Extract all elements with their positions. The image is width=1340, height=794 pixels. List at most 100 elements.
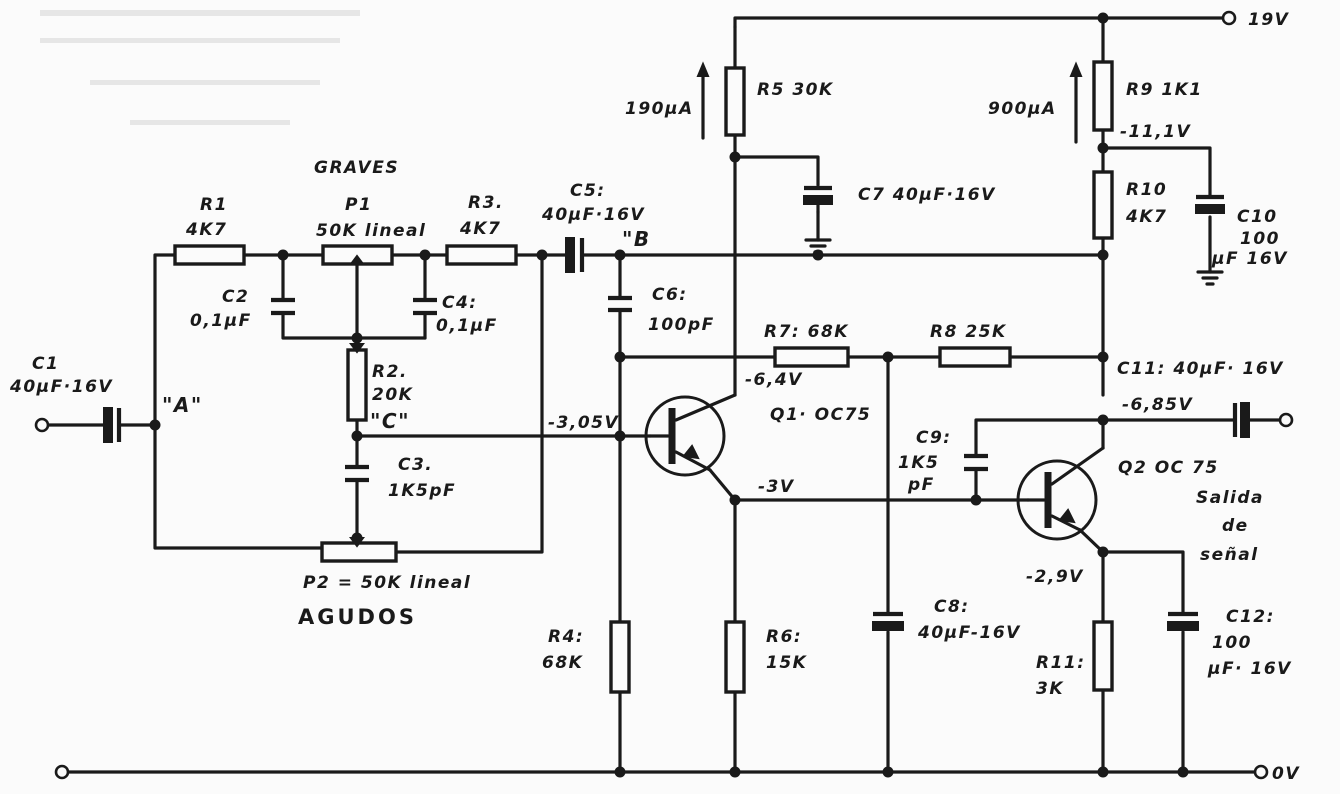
r6-name-label: R6: (766, 627, 802, 647)
c10-ground-icon (1196, 270, 1224, 286)
r7-label: R7: 68K (764, 322, 849, 342)
r4-value-label: 68K (542, 653, 584, 673)
p1-name-label: P1 (345, 195, 372, 215)
c2-capacitor (271, 297, 295, 316)
ground-symbols (804, 238, 1224, 286)
c9-value1-label: 1K5 (898, 453, 939, 473)
r1-name-label: R1 (200, 195, 228, 215)
paper-bleed-through (40, 10, 360, 125)
r4-name-label: R4: (548, 627, 584, 647)
c8-value-label: 40µF-16V (917, 623, 1021, 643)
c12-name-label: C12: (1226, 607, 1275, 627)
r1-value-label: 4K7 (185, 220, 227, 240)
r6-value-label: 15K (766, 653, 808, 673)
q2-label: Q2 OC 75 (1118, 458, 1219, 478)
p1-wiper-arrow (349, 254, 365, 265)
node-c-label: "C" (370, 409, 410, 433)
c11-label: C11: 40µF· 16V (1117, 359, 1284, 379)
c12-capacitor (1167, 611, 1199, 631)
c4-name-label: C4: (442, 293, 478, 313)
c5-value-label: 40µF·16V (541, 205, 645, 225)
ground-label: 0V (1272, 764, 1300, 784)
c6-value-label: 100pF (648, 315, 715, 335)
c11-capacitor (1232, 402, 1250, 438)
c1-capacitor (103, 407, 122, 443)
input-terminal (34, 417, 50, 433)
c10-capacitor (1195, 194, 1225, 214)
c12-value2-label: µF· 16V (1207, 659, 1292, 679)
voltage-q1-emitter-label: -3V (758, 477, 795, 497)
agudos-label: AGUDOS (298, 605, 417, 629)
r3-value-label: 4K7 (459, 219, 501, 239)
r5-label: R5 30K (757, 80, 834, 100)
r5-resistor (724, 66, 746, 137)
r2-resistor (346, 348, 368, 422)
c6-capacitor (608, 295, 632, 313)
current-arrows (696, 61, 1083, 144)
c5-name-label: C5: (570, 181, 606, 201)
c9-name-label: C9: (916, 428, 952, 448)
r3-resistor (445, 244, 518, 266)
output-label-line1: Salida (1196, 488, 1264, 508)
c8-capacitor (872, 611, 904, 631)
voltage-q1-collector-label: -6,4V (745, 370, 803, 390)
r10-value-label: 4K7 (1125, 207, 1167, 227)
r3-name-label: R3. (468, 193, 504, 213)
r2-value-label: 20K (372, 385, 414, 405)
c1-name-label: C1 (32, 354, 59, 374)
c7-label: C7 40µF·16V (858, 185, 996, 205)
c9-value2-label: pF (907, 475, 935, 495)
c10-name-label: C10 (1237, 207, 1278, 227)
voltage-r9-label: -11,1V (1120, 122, 1191, 142)
graves-label: GRAVES (314, 158, 399, 178)
r10-resistor (1092, 170, 1114, 240)
c12-value1-label: 100 (1212, 633, 1252, 653)
supply-label: 19V (1248, 10, 1290, 30)
voltage-q1-base-label: -3,05V (548, 413, 619, 433)
r1-resistor (173, 244, 246, 266)
c5-capacitor (565, 237, 585, 273)
r11-value-label: 3K (1036, 679, 1064, 699)
c8-name-label: C8: (934, 597, 970, 617)
c4-capacitor (413, 297, 437, 316)
output-terminal (1278, 412, 1294, 428)
c7-capacitor (803, 185, 833, 214)
r2-arrow (349, 343, 365, 354)
r8-resistor (938, 346, 1012, 368)
output-label-line3: señal (1200, 545, 1259, 565)
p1-value-label: 50K lineal (316, 221, 426, 241)
r7-resistor (773, 346, 850, 368)
r9-label: R9 1K1 (1126, 80, 1203, 100)
r11-name-label: R11: (1036, 653, 1086, 673)
r4-resistor (609, 620, 631, 694)
r6-resistor (724, 620, 746, 694)
c6-name-label: C6: (652, 285, 688, 305)
c3-name-label: C3. (398, 455, 433, 475)
c9-capacitor (964, 453, 988, 472)
voltage-q2-collector-label: -6,85V (1122, 395, 1193, 415)
q1-transistor (644, 393, 737, 477)
q2-transistor (1016, 418, 1105, 541)
p2-potentiometer (320, 541, 398, 563)
current-i1-label: 190µA (625, 99, 694, 119)
c4-value-label: 0,1µF (436, 316, 498, 336)
output-label-line2: de (1222, 516, 1249, 536)
r8-label: R8 25K (930, 322, 1007, 342)
resistors (173, 60, 1114, 694)
r2-name-label: R2. (372, 362, 408, 382)
c3-value-label: 1K5pF (388, 481, 456, 501)
c2-name-label: C2 (222, 287, 249, 307)
supply-terminal (1221, 10, 1237, 26)
p2-label: P2 = 50K lineal (303, 573, 471, 593)
ground-terminal-left (54, 764, 70, 780)
terminals (34, 10, 1294, 780)
c2-value-label: 0,1µF (190, 311, 252, 331)
q1-label: Q1· OC75 (770, 405, 871, 425)
voltage-q2-emitter-label: -2,9V (1026, 567, 1084, 587)
labels: 19V 0V GRAVES AGUDOS Salida de señal "A"… (9, 10, 1300, 784)
current-i2-label: 900µA (988, 99, 1057, 119)
node-a-label: "A" (162, 393, 203, 417)
junction-dots (149, 12, 1189, 778)
r9-resistor (1092, 60, 1114, 132)
